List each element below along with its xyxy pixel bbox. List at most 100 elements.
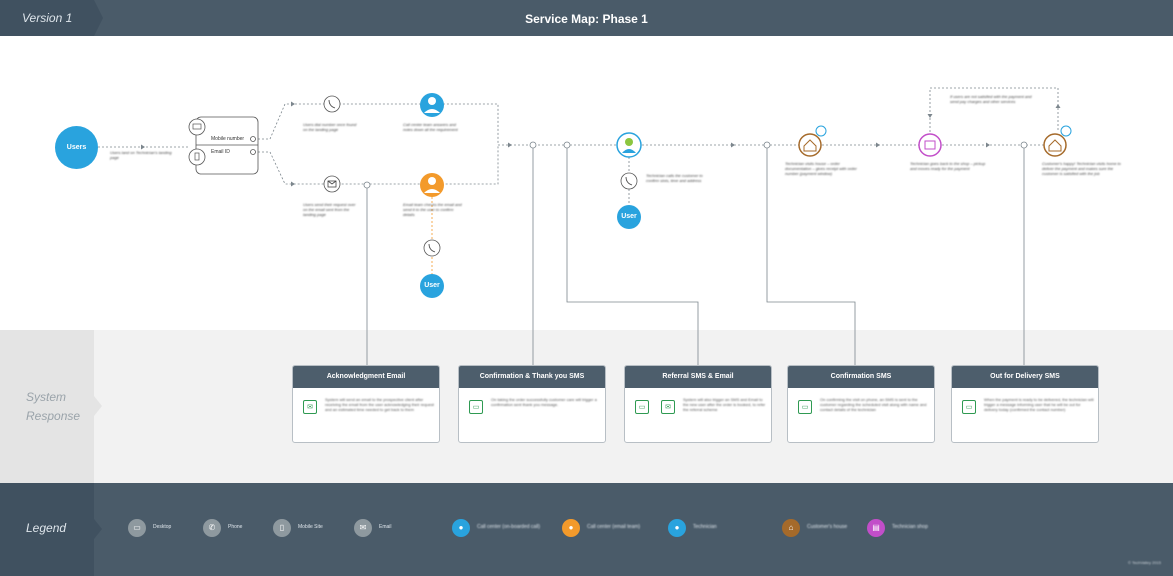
card-referral: Referral SMS & Email ▭ ✉ System will als… [624, 365, 772, 443]
desktop-icon: ▭ [128, 519, 146, 537]
arrowhead-2 [291, 101, 295, 107]
arrowhead-4 [508, 142, 512, 148]
card-confirmation-sms: Confirmation SMS ▭ On confirming the vis… [787, 365, 935, 443]
arrowhead-8 [1055, 104, 1061, 108]
arrowhead-7 [986, 142, 990, 148]
email-id-port [250, 149, 256, 155]
desktop-glyph [192, 123, 202, 130]
card-title: Confirmation & Thank you SMS [459, 366, 605, 388]
house-icon: ⌂ [782, 519, 800, 537]
arrowhead-5 [731, 142, 735, 148]
junction-node [763, 141, 771, 149]
junction-node [563, 141, 571, 149]
legend-label: Mobile Site [298, 524, 323, 530]
technician-icon: ● [668, 519, 686, 537]
card-title: Referral SMS & Email [625, 366, 771, 388]
junction-node [1020, 141, 1028, 149]
card-confirmation-thanks: Confirmation & Thank you SMS ▭ On taking… [458, 365, 606, 443]
note-landing: Users land on Technician's landing page [110, 150, 172, 160]
legend-label: Call center (email team) [587, 524, 641, 530]
house-icon [1043, 133, 1067, 157]
card-text: System will also trigger an SMS and Emai… [683, 397, 766, 412]
card-text: System will send an email to the prospec… [325, 397, 434, 412]
email-icon: ✉ [303, 400, 317, 414]
note-dial: Users dial number once found on the land… [303, 122, 357, 132]
service-flow-diagram [98, 87, 1072, 365]
flow-line-phone-branch [258, 103, 499, 145]
legend-label: Phone [228, 524, 243, 530]
sms-icon: ▭ [962, 400, 976, 414]
note-delivered: Customer's happy! Technician visits home… [1042, 161, 1121, 176]
user-node-technician: User [617, 205, 641, 229]
legend-tab-arrow [94, 519, 102, 539]
legend-label: Technician shop [892, 524, 928, 530]
legend-label: Call center (on-boarded call) [477, 524, 541, 530]
sms-icon: ▭ [635, 400, 649, 414]
technician-mini-icon [1060, 125, 1072, 137]
users-node: Users [55, 126, 98, 169]
card-title: Out for Delivery SMS [952, 366, 1098, 388]
email-icon: ✉ [661, 400, 675, 414]
note-call-center: Call center team answers and notes down … [403, 122, 458, 132]
card-text: When the payment is ready to be delivere… [984, 397, 1094, 412]
legend-lane [0, 483, 1173, 576]
email-icon: ✉ [354, 519, 372, 537]
phone-icon [323, 95, 341, 113]
agent-orange-icon: ● [562, 519, 580, 537]
phone-glyph [328, 99, 336, 109]
phone-glyph [428, 243, 436, 253]
junction-node [529, 141, 537, 149]
card-out-for-delivery: Out for Delivery SMS ▭ When the payment … [951, 365, 1099, 443]
sms-icon: ▭ [798, 400, 812, 414]
legend-label: Technician [693, 524, 717, 530]
mobile-glyph [194, 152, 200, 161]
header-bar [0, 0, 1173, 36]
arrowhead-6 [876, 142, 880, 148]
mobile-icon [188, 148, 206, 166]
note-email-team: Email team checks the email and send it … [403, 202, 462, 217]
mobile-number-port [250, 136, 256, 142]
phone-glyph [625, 176, 633, 186]
version-label: Version 1 [22, 11, 73, 25]
email-glyph-flap [327, 180, 337, 185]
sms-icon: ▭ [469, 400, 483, 414]
arrowhead-3 [291, 181, 295, 187]
system-response-tab [0, 330, 94, 483]
phone-icon: ✆ [203, 519, 221, 537]
agent-blue-icon: ● [452, 519, 470, 537]
copyright: © TechValley 2015 [1127, 560, 1161, 565]
card-title: Acknowledgment Email [293, 366, 439, 388]
card-title: Confirmation SMS [788, 366, 934, 388]
legend-label: Legend [26, 521, 67, 535]
legend-label: Email [379, 524, 392, 530]
system-response-tab-arrow [94, 396, 102, 416]
email-id-label: Email ID [211, 149, 230, 155]
technician-mini-icon [815, 125, 827, 137]
junction-node [363, 181, 371, 189]
shop-icon [918, 133, 942, 157]
desktop-icon [188, 118, 206, 136]
mobile-icon: ▯ [273, 519, 291, 537]
connector-referral [566, 145, 699, 365]
shop-icon: ▤ [867, 519, 885, 537]
version-tab-arrow [94, 0, 103, 36]
legend-tab [0, 483, 94, 576]
card-acknowledgment-email: Acknowledgment Email ✉ System will send … [292, 365, 440, 443]
connector-confirmation-sms [766, 145, 856, 365]
phone-icon [620, 172, 638, 190]
mobile-number-label: Mobile number [211, 136, 245, 142]
email-glyph [327, 180, 337, 188]
legend-label: Desktop [153, 524, 172, 530]
card-text: On confirming the visit on phone, an SMS… [820, 397, 927, 412]
device-box [195, 116, 259, 175]
version-tab [0, 0, 94, 36]
note-technician-call: Technician calls the customer to confirm… [646, 173, 703, 183]
flow-line-email-branch [258, 145, 499, 185]
arrowhead-9 [927, 114, 933, 118]
house-icon [798, 133, 822, 157]
legend-label: Customer's house [807, 524, 848, 530]
user-node-call: User [420, 274, 444, 298]
note-send-request: Users send their request over on the ema… [303, 202, 356, 217]
arrowhead-1 [141, 144, 145, 150]
note-house-visit: Technician visits house – order document… [785, 161, 857, 176]
